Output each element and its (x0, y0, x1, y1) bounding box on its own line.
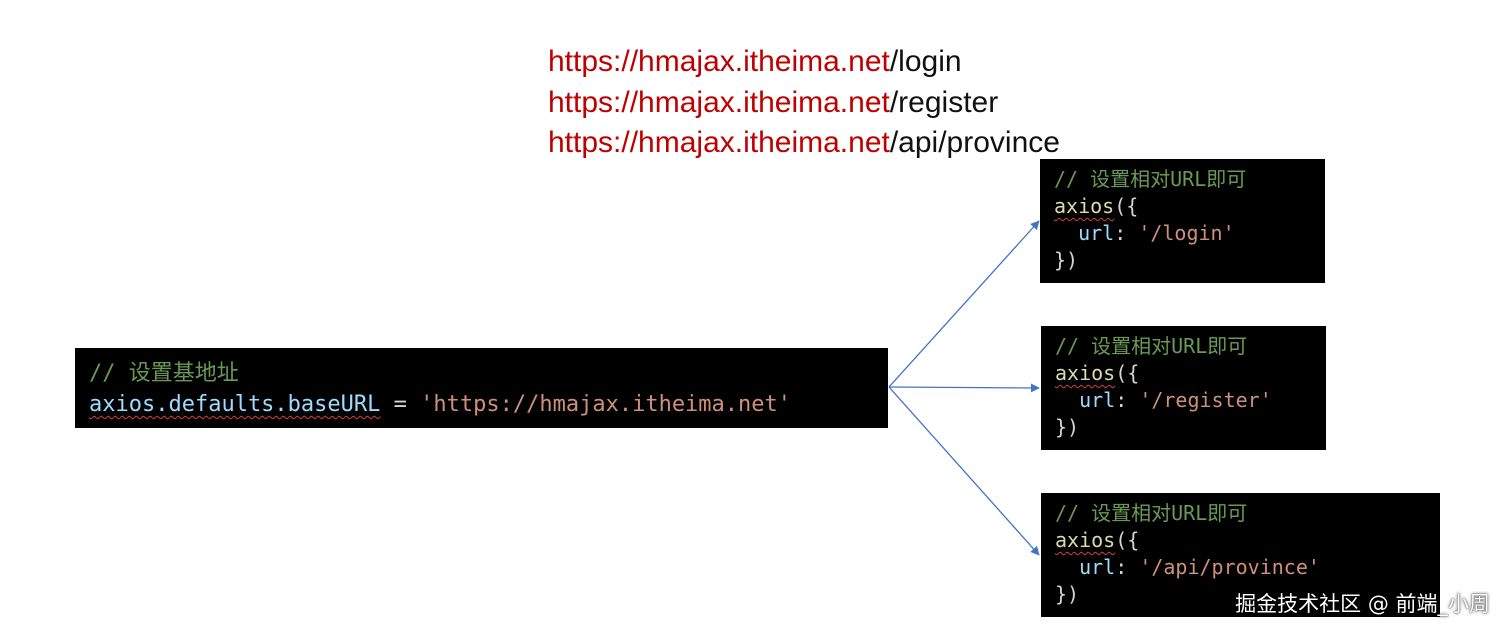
code-comment: // 设置相对URL即可 (1054, 167, 1247, 191)
url-path: /api/province (889, 126, 1060, 159)
code-operator: = (380, 392, 421, 417)
url-line-register: https://hmajax.itheima.net/register (548, 83, 1060, 124)
arrow-to-register (888, 383, 1040, 393)
code-punct: : (1115, 388, 1140, 412)
code-punct: ({ (1115, 528, 1140, 552)
code-punct: ({ (1114, 194, 1139, 218)
code-comment: // 设置相对URL即可 (1055, 501, 1248, 525)
url-host: https://hmajax.itheima.net (548, 45, 890, 78)
code-punct: ({ (1115, 361, 1140, 385)
code-key: url (1079, 555, 1116, 579)
code-comment: // 设置基地址 (89, 361, 239, 386)
url-path: /register (889, 85, 999, 119)
code-punct: }) (1055, 415, 1080, 439)
code-function: axios (1055, 528, 1116, 552)
code-key: url (1078, 221, 1115, 245)
code-string: 'https://hmajax.itheima.net' (420, 392, 792, 417)
arrow-to-login (888, 220, 1040, 388)
code-identifier: axios.defaults.baseURL (89, 392, 381, 417)
code-punct: : (1115, 555, 1140, 579)
url-host: https://hmajax.itheima.net (548, 85, 890, 119)
register-request-code-block: // 设置相对URL即可 axios({ url: '/register' }) (1041, 326, 1326, 450)
login-request-code-block: // 设置相对URL即可 axios({ url: '/login' }) (1040, 159, 1325, 283)
code-comment: // 设置相对URL即可 (1055, 334, 1248, 358)
url-host: https://hmajax.itheima.net (548, 126, 890, 159)
url-line-login: https://hmajax.itheima.net/login (548, 42, 1060, 83)
code-punct: : (1114, 221, 1139, 245)
code-function: axios (1055, 361, 1116, 385)
code-key: url (1079, 388, 1116, 412)
base-url-code-block: // 设置基地址 axios.defaults.baseURL = 'https… (75, 348, 888, 428)
url-list: https://hmajax.itheima.net/login https:/… (548, 42, 1060, 164)
url-line-province: https://hmajax.itheima.net/api/province (548, 123, 1060, 164)
code-string: '/api/province' (1139, 555, 1320, 579)
code-string: '/register' (1139, 388, 1272, 412)
code-punct: }) (1055, 582, 1080, 606)
code-string: '/login' (1138, 221, 1235, 245)
code-function: axios (1054, 194, 1115, 218)
code-punct: }) (1054, 248, 1079, 272)
province-request-code-block: // 设置相对URL即可 axios({ url: '/api/province… (1041, 493, 1440, 617)
url-path: /login (889, 45, 962, 78)
watermark: 掘金技术社区 @ 前端_小周 (1235, 592, 1490, 616)
arrow-to-province (888, 386, 1040, 556)
